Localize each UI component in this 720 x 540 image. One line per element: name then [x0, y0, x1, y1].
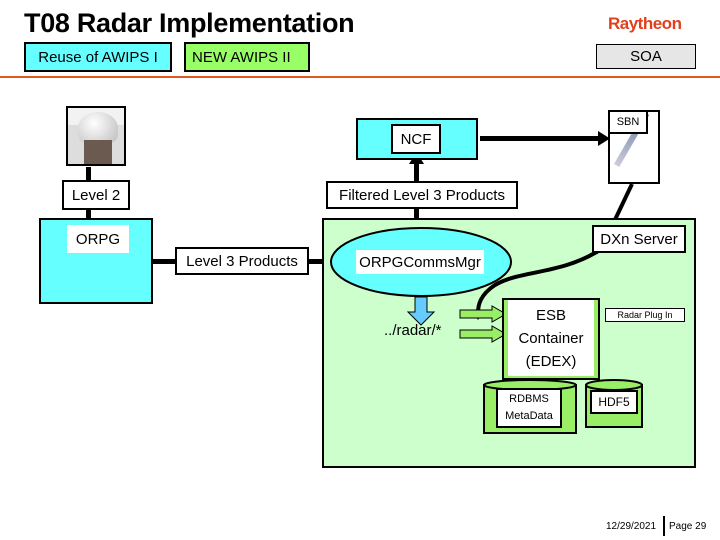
- rdbms-line1: RDBMS: [509, 393, 549, 405]
- legend-new-awips2: NEW AWIPS II: [184, 42, 310, 72]
- hdf5-label: HDF5: [590, 390, 638, 414]
- filtered-level3-label: Filtered Level 3 Products: [326, 181, 518, 209]
- level2-label: Level 2: [62, 180, 130, 210]
- rdbms-metadata-label: RDBMS MetaData: [496, 388, 562, 428]
- footer-date: 12/29/2021: [606, 521, 657, 532]
- sbn-arrowhead: [598, 131, 610, 146]
- sbn-label: SBN: [608, 110, 648, 134]
- orpg-label: ORPG: [67, 225, 129, 253]
- footer-divider: [663, 516, 665, 536]
- down-arrow-icon: [406, 296, 436, 326]
- legend-reuse-awips1: Reuse of AWIPS I: [24, 42, 172, 72]
- right-arrow-icon-2: [459, 325, 508, 343]
- rdbms-line2: MetaData: [505, 410, 553, 422]
- orpg-comms-mgr-label: ORPGCommsMgr: [356, 250, 484, 274]
- esb-container-label: ESB Container (EDEX): [508, 300, 594, 376]
- esb-line1: ESB: [535, 306, 566, 324]
- tower-building-icon: [84, 140, 112, 164]
- hdf5-cylinder-top: [585, 379, 643, 391]
- ncf-to-sbn-line: [480, 136, 598, 141]
- radar-path-label: ../radar/*: [384, 322, 442, 339]
- level3-products-label: Level 3 Products: [175, 247, 309, 275]
- page-title: T08 Radar Implementation: [24, 8, 355, 38]
- header-divider: [0, 76, 720, 78]
- legend-soa: SOA: [596, 44, 696, 69]
- radar-dome-photo: [66, 106, 126, 166]
- footer-page-number: Page 29: [669, 521, 707, 532]
- radome-icon: [78, 112, 118, 144]
- raytheon-logo: Raytheon: [608, 14, 682, 33]
- dxn-to-esb-curve: [476, 248, 602, 314]
- right-arrow-icon-1: [459, 305, 508, 323]
- esb-line2: Container: [518, 329, 584, 347]
- dxn-server-label: DXn Server: [592, 225, 686, 253]
- radar-plugin-label[interactable]: Radar Plug In: [605, 308, 685, 322]
- esb-line3: (EDEX): [525, 352, 577, 370]
- ncf-label: NCF: [391, 124, 441, 154]
